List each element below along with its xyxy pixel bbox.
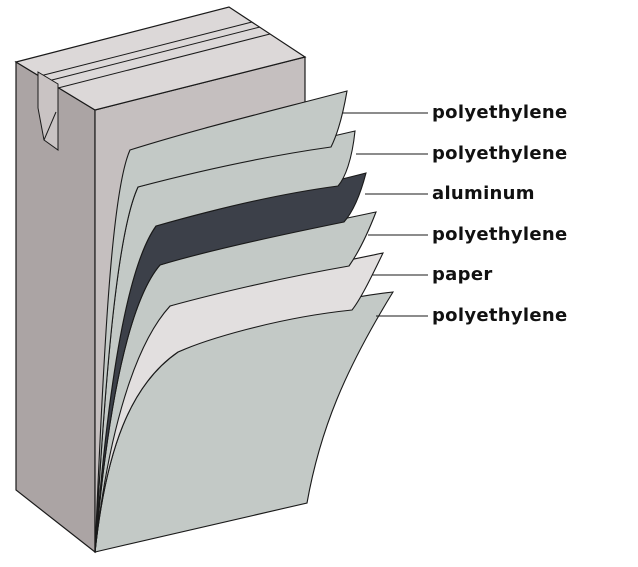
layer-label-polyethylene-6: polyethylene [432, 305, 568, 326]
carton-seal-line [39, 21, 253, 77]
layer-label-polyethylene-2: polyethylene [432, 143, 568, 164]
carton-top-face [14, 6, 307, 111]
layer-label-polyethylene-1: polyethylene [432, 102, 568, 123]
layer-label-paper: paper [432, 264, 493, 285]
layer-label-aluminum: aluminum [432, 183, 535, 204]
carton-folded-flap [37, 71, 59, 151]
layer-label-polyethylene-4: polyethylene [432, 224, 568, 245]
carton-flap-crease [43, 111, 57, 141]
carton-seal-line [57, 33, 271, 89]
carton-seal-line [47, 26, 261, 82]
layer-sheet-polyethylene-1 [94, 90, 348, 553]
